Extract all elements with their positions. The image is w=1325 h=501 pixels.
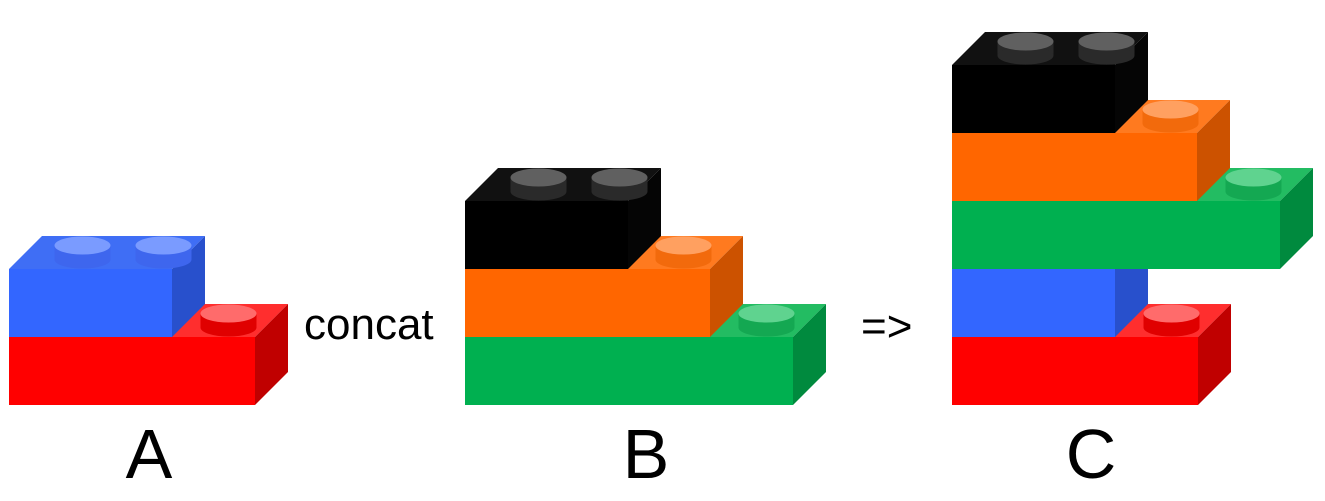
- brick-side-face: [1280, 168, 1313, 269]
- brick-front-face: [9, 269, 172, 337]
- stud-icon: [200, 304, 257, 337]
- brick-front-face: [9, 337, 255, 405]
- brick-front-face: [952, 269, 1115, 337]
- brick-front-face: [465, 337, 793, 405]
- result-arrow: =>: [861, 302, 912, 351]
- label-b: B: [623, 415, 670, 493]
- stud-icon: [591, 168, 648, 201]
- stud-icon: [135, 236, 192, 269]
- brick-side-face: [1198, 304, 1231, 405]
- stack-a: [9, 236, 288, 405]
- brick-front-face: [952, 65, 1115, 133]
- stud-icon: [997, 32, 1054, 65]
- stack-b: [465, 168, 826, 405]
- stud-icon: [54, 236, 111, 269]
- brick-side-face: [1197, 100, 1230, 201]
- brick-front-face: [465, 269, 710, 337]
- stud-icon: [1143, 304, 1200, 337]
- brick-front-face: [952, 201, 1280, 269]
- brick-front-face: [465, 201, 628, 269]
- brick-front-face: [952, 133, 1197, 201]
- stud-icon: [1142, 100, 1199, 133]
- black-brick-b: [465, 168, 661, 269]
- brick-side-face: [793, 304, 826, 405]
- stud-icon: [1225, 168, 1282, 201]
- stud-icon: [738, 304, 795, 337]
- stud-icon: [1078, 32, 1135, 65]
- label-c: C: [1066, 415, 1117, 493]
- brick-front-face: [952, 337, 1198, 405]
- blue-brick-a: [9, 236, 205, 337]
- stack-c: [952, 32, 1313, 405]
- brick-side-face: [255, 304, 288, 405]
- stud-icon: [510, 168, 567, 201]
- brick-side-face: [710, 236, 743, 337]
- stud-icon: [655, 236, 712, 269]
- label-a: A: [126, 415, 173, 493]
- black-brick-c: [952, 32, 1148, 133]
- concat-operator: concat: [304, 300, 434, 349]
